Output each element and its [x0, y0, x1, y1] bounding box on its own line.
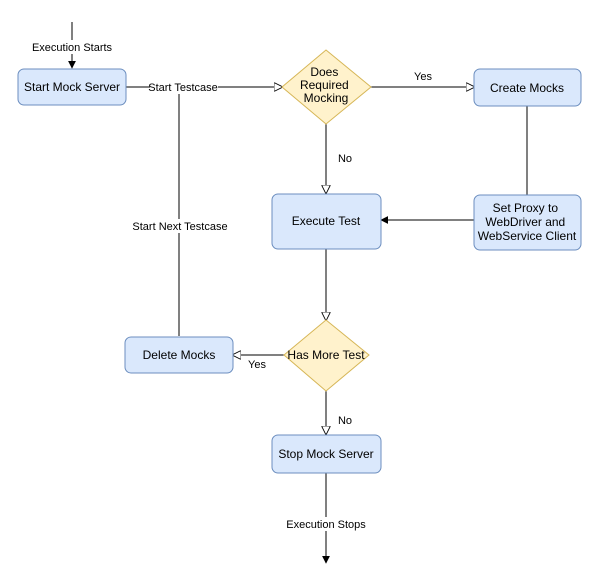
- node-has-more-test: Has More Test: [283, 319, 370, 392]
- label-no-mocking: No: [338, 153, 352, 165]
- create-mocks-label: Create Mocks: [490, 81, 564, 95]
- label-execution-starts: Execution Starts: [32, 42, 113, 54]
- node-create-mocks: Create Mocks: [473, 68, 582, 107]
- has-more-test-label: Has More Test: [287, 348, 365, 362]
- label-start-testcase: Start Testcase: [148, 82, 218, 94]
- stop-mock-server-label: Stop Mock Server: [278, 447, 373, 461]
- label-yes-more-test: Yes: [248, 359, 266, 371]
- node-does-required-mocking: Does Required Mocking: [281, 49, 372, 125]
- label-yes-mocking: Yes: [414, 71, 432, 83]
- node-execute-test: Execute Test: [271, 193, 382, 250]
- node-start-mock-server: Start Mock Server: [17, 68, 127, 106]
- start-mock-server-label: Start Mock Server: [24, 80, 120, 94]
- node-stop-mock-server: Stop Mock Server: [271, 434, 382, 474]
- delete-mocks-label: Delete Mocks: [143, 348, 216, 362]
- label-no-more-test: No: [338, 415, 352, 427]
- execute-test-label: Execute Test: [292, 214, 361, 228]
- label-execution-stops: Execution Stops: [286, 519, 366, 531]
- label-start-next-testcase: Start Next Testcase: [132, 221, 227, 233]
- node-set-proxy: Set Proxy to WebDriver and WebService Cl…: [473, 194, 582, 251]
- set-proxy-label: Set Proxy to WebDriver and WebService Cl…: [478, 201, 577, 243]
- does-required-mocking-label: Does Required Mocking: [300, 65, 352, 105]
- node-delete-mocks: Delete Mocks: [124, 336, 234, 374]
